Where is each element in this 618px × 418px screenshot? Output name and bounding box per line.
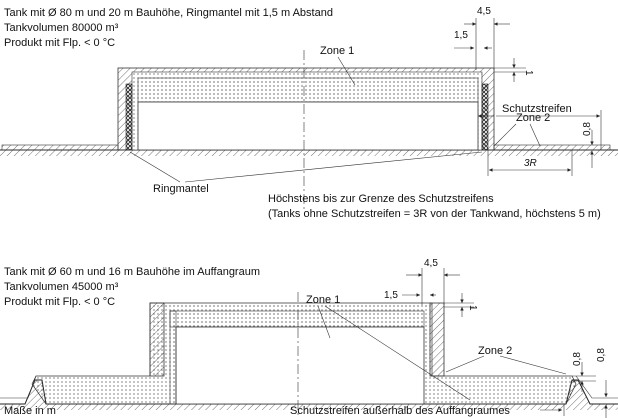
top-title-line-3: Produkt mit Flp. < 0 °C — [4, 37, 115, 49]
top-dim-1: 1 — [523, 70, 534, 76]
schutzstreifen-note: Schutzstreifen außerhalb des Auffangraum… — [290, 405, 510, 417]
wall-right — [429, 302, 445, 377]
bottom-title-line-2: Tankvolumen 45000 m³ — [4, 281, 119, 293]
bottom-dim-0-8-upper: 0,8 — [572, 352, 583, 366]
ground-hatch — [0, 150, 618, 156]
tank-body — [137, 101, 479, 151]
bottom-dim-1-5: 1,5 — [384, 290, 398, 301]
bottom-title-line-1: Tank mit Ø 60 m und 16 m Bauhöhe im Auff… — [4, 266, 260, 278]
wall-left — [149, 302, 165, 377]
bottom-dim-1: 1 — [467, 305, 478, 311]
bottom-dim-0-8-lower: 0,8 — [596, 348, 607, 362]
top-title-line-2: Tankvolumen 80000 m³ — [4, 22, 119, 34]
tank-body — [175, 326, 425, 405]
top-note-line-1: Höchstens bis zur Grenze des Schutzstrei… — [268, 193, 494, 205]
top-title-line-1: Tank mit Ø 80 m und 20 m Bauhöhe, Ringma… — [4, 7, 333, 19]
ringmantel-left — [125, 83, 133, 151]
ringmantel-right — [481, 83, 489, 151]
bottom-dim-4-5: 4,5 — [424, 258, 438, 269]
ringmantel-label: Ringmantel — [153, 183, 209, 195]
top-dim-0-8: 0,8 — [582, 122, 593, 136]
zone2-pad-left — [1, 144, 119, 151]
bottom-zone1-label: Zone 1 — [306, 294, 340, 306]
zone2-pad-right — [493, 144, 611, 151]
masse-label: Maße in m — [4, 405, 56, 417]
bottom-title-line-3: Produkt mit Flp. < 0 °C — [4, 296, 115, 308]
top-zone2-label: Zone 2 — [516, 112, 550, 124]
bottom-zone2-label: Zone 2 — [478, 345, 512, 357]
top-note-line-2: (Tanks ohne Schutzstreifen = 3R von der … — [268, 208, 601, 220]
top-dim-1-5: 1,5 — [454, 30, 468, 41]
bottom-diagram: Tank mit Ø 60 m und 16 m Bauhöhe im Auff… — [0, 258, 618, 418]
top-diagram: Tank mit Ø 80 m und 20 m Bauhöhe, Ringma… — [0, 6, 618, 220]
top-dim-3r: 3R — [524, 158, 537, 169]
schutzstreifen-label: Schutzstreifen — [502, 103, 572, 115]
top-zone1-label: Zone 1 — [320, 45, 354, 57]
top-dim-4-5: 4,5 — [477, 6, 491, 17]
